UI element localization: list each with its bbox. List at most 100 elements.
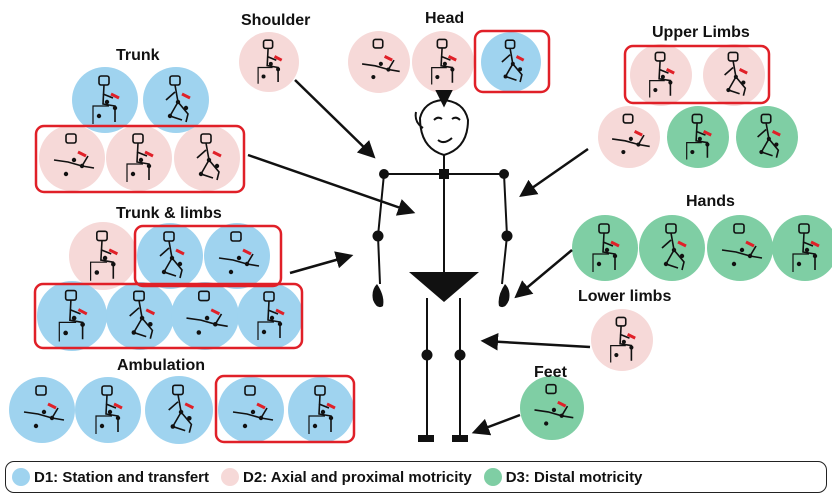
motion-arrow-icon	[677, 240, 687, 248]
arrow-trunk-limbs	[289, 251, 354, 275]
label-trunk-limbs: Trunk & limbs	[116, 205, 222, 222]
group-frames	[33, 29, 771, 444]
domain-circle-d3	[772, 215, 832, 281]
domain-circle-d1	[143, 67, 209, 133]
domain-circle-d2	[239, 32, 299, 92]
exercise-pictogram	[89, 230, 116, 281]
legend-item-d3: D3: Distal motricity	[483, 468, 643, 486]
domain-circle-d1	[106, 282, 174, 350]
legend-text-d3: D3: Distal motricity	[505, 468, 643, 486]
legend-text-d1: D1: Station and transfert	[34, 468, 210, 486]
motion-arrow-icon	[108, 248, 119, 256]
exercise-upper-limbs-1	[630, 44, 692, 106]
domain-circle-d3	[572, 215, 638, 281]
frame-trunk-limbs-top	[133, 224, 283, 288]
motion-arrow-icon	[515, 55, 525, 62]
exercise-ambulation-5	[288, 377, 354, 443]
domain-circle-d1	[204, 223, 270, 289]
domain-circle-d1	[75, 377, 141, 443]
exercise-pictogram	[721, 223, 763, 267]
domain-circle-d1	[237, 283, 303, 349]
domain-circle-d2	[174, 125, 240, 191]
arrow-hands	[514, 249, 573, 299]
pointer-arrows	[247, 79, 591, 436]
exercise-trunk-limbs-5	[106, 282, 174, 350]
exercise-ambulation-3	[145, 376, 213, 444]
exercise-head-1	[348, 31, 410, 93]
motion-arrow-icon	[175, 248, 185, 256]
domain-circle-d3	[736, 106, 798, 168]
exercise-head-2	[412, 31, 474, 93]
legend-dot-d2	[221, 468, 240, 486]
exercise-pictogram	[361, 38, 400, 80]
frame-trunk-limbs-bottom	[33, 282, 304, 350]
motion-arrow-icon	[110, 92, 120, 100]
frame-ambulation	[214, 374, 356, 444]
label-shoulder: Shoulder	[241, 12, 311, 29]
domain-circle-d3	[639, 215, 705, 281]
domain-circle-d3	[667, 106, 729, 168]
legend: D1: Station and transfert D2: Axial and …	[5, 461, 827, 493]
exercise-pictogram	[792, 223, 818, 272]
legend-dot-d1	[12, 468, 30, 486]
exercise-hands-4	[772, 215, 832, 281]
exercise-hands-3	[707, 215, 773, 281]
exercise-pictogram	[218, 231, 260, 275]
exercise-pictogram	[757, 113, 780, 158]
exercise-upper-limbs-5	[736, 106, 798, 168]
exercise-trunk-limbs-4	[37, 281, 107, 351]
domain-circle-d3	[520, 376, 584, 440]
motion-arrow-icon	[242, 248, 252, 256]
frame-upper-limbs	[623, 44, 771, 105]
exercise-hands-2	[639, 215, 705, 281]
exercise-pictogram	[23, 385, 65, 429]
exercise-trunk-limbs-6	[171, 282, 239, 350]
domain-circle-d2	[39, 125, 105, 191]
exercise-trunk-limbs-3	[204, 223, 270, 289]
head-outline	[418, 98, 470, 157]
domain-circle-d2	[703, 44, 765, 106]
label-lower-limbs: Lower limbs	[578, 288, 672, 305]
exercise-pictogram	[501, 39, 523, 83]
exercise-pictogram	[308, 385, 334, 434]
exercise-head-3	[481, 32, 541, 92]
exercise-pictogram	[431, 38, 455, 85]
motion-arrow-icon	[77, 308, 88, 316]
exercise-trunk-5	[174, 125, 240, 191]
motion-arrow-icon	[275, 308, 285, 316]
exercise-shoulder-1	[239, 32, 299, 92]
exercise-trunk-3	[39, 125, 105, 191]
central-body-figure	[376, 98, 509, 438]
exercise-hands-1	[572, 215, 638, 281]
motion-arrow-icon	[210, 308, 221, 316]
domain-circle-d2	[591, 309, 653, 371]
domain-circle-d2	[598, 106, 660, 168]
domain-circle-d1	[218, 377, 284, 443]
exercise-pictogram	[165, 75, 189, 123]
motion-arrow-icon	[665, 68, 675, 75]
domain-circle-d2	[348, 31, 410, 93]
domain-circle-d2	[106, 125, 172, 191]
exercise-feet-1	[520, 376, 584, 440]
exercise-pictogram	[186, 290, 228, 335]
exercise-trunk-limbs-7	[237, 283, 303, 349]
exercise-pictogram	[53, 133, 95, 177]
frame-head	[473, 29, 551, 94]
exercise-upper-limbs-4	[667, 106, 729, 168]
exercise-pictogram	[649, 51, 673, 98]
exercise-pictogram	[95, 385, 121, 434]
legend-dot-d3	[483, 468, 502, 486]
exercise-trunk-1	[72, 67, 138, 133]
exercise-pictogram	[159, 231, 183, 279]
exercise-pictogram	[661, 223, 685, 271]
domain-circle-d1	[171, 282, 239, 350]
domain-circle-d1	[137, 223, 203, 289]
exercise-pictogram	[534, 383, 574, 426]
label-hands: Hands	[686, 193, 735, 210]
motion-arrow-icon	[745, 240, 755, 248]
arrow-upper-limbs	[519, 147, 589, 198]
label-feet: Feet	[534, 364, 567, 381]
exercise-pictogram	[58, 289, 85, 342]
label-ambulation: Ambulation	[117, 357, 205, 374]
